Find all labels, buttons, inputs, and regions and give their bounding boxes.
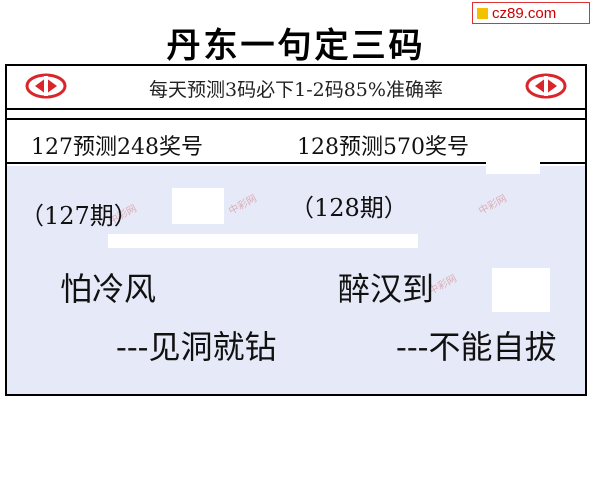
issue-label-left: （127期） xyxy=(20,202,138,230)
square-icon xyxy=(477,7,488,19)
site-badge[interactable]: cz89.com xyxy=(472,2,590,24)
issue-label-right: （128期） xyxy=(290,194,408,222)
watermark: 中彩网 xyxy=(227,193,259,218)
banner-row: 每天预测3码必下1-2码85%准确率 xyxy=(5,64,587,110)
prediction-right: 128预测570奖号 xyxy=(297,135,469,160)
banner-text: 每天预测3码必下1-2码85%准确率 xyxy=(149,79,443,101)
poem-left-line1: 怕冷风 xyxy=(60,270,157,308)
redaction-box xyxy=(486,134,540,174)
lottery-logo-icon xyxy=(25,73,67,99)
redaction-bar xyxy=(108,234,418,248)
content-panel: 中彩网 中彩网 中彩网 中彩网 xyxy=(7,166,585,394)
redaction-box xyxy=(492,268,550,312)
page-title: 丹东一句定三码 xyxy=(166,26,426,66)
lottery-logo-icon xyxy=(525,73,567,99)
poem-left-line2: ---见洞就钻 xyxy=(116,328,277,366)
poem-right-line2: ---不能自拔 xyxy=(396,328,557,366)
redaction-box xyxy=(172,188,224,224)
site-badge-text: cz89.com xyxy=(492,4,557,22)
poem-right-line1: 醉汉到 xyxy=(338,270,435,308)
bottom-area xyxy=(0,396,592,481)
watermark: 中彩网 xyxy=(477,193,509,218)
prediction-left: 127预测248奖号 xyxy=(31,135,203,160)
